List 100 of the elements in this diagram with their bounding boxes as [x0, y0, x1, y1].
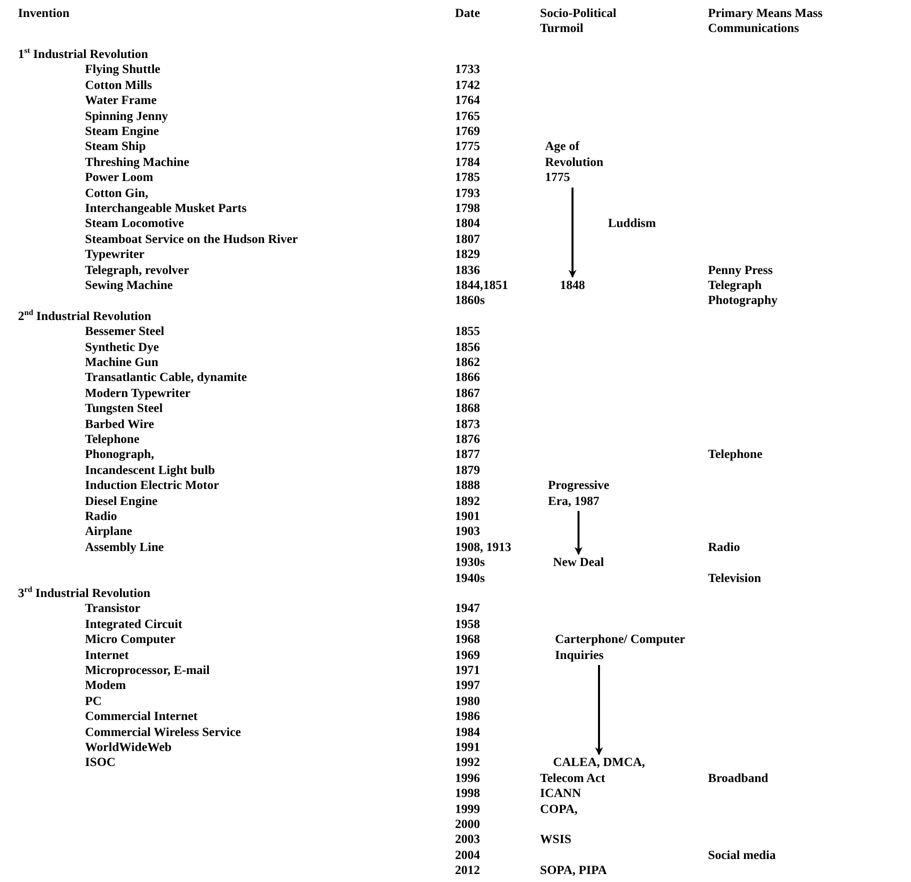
event-text: Luddism	[608, 216, 656, 232]
date-text: 1877	[455, 447, 480, 463]
media-text: Radio	[708, 540, 740, 556]
column-header: Primary Means Mass Communications	[708, 6, 824, 37]
date-text: 1997	[455, 678, 480, 694]
date-text: 1733	[455, 62, 480, 78]
date-text: 1836	[455, 262, 480, 278]
event-text: WSIS	[540, 832, 572, 848]
invention-name: Sewing Machine	[85, 278, 173, 294]
date-text: 1888	[455, 478, 480, 494]
arrow	[568, 188, 576, 278]
invention-name: Transistor	[85, 601, 140, 617]
event-text: ICANN	[540, 786, 581, 802]
date-text: 1940s	[455, 570, 485, 586]
invention-name: Water Frame	[85, 93, 157, 109]
invention-name: Airplane	[85, 524, 132, 540]
date-text: 1764	[455, 93, 480, 109]
date-text: 1947	[455, 601, 480, 617]
date-text: 1856	[455, 340, 480, 355]
event-text: CALEA, DMCA,	[553, 755, 646, 771]
invention-name: Machine Gun	[85, 355, 158, 370]
invention-name: Telegraph, revolver	[85, 262, 190, 278]
date-text: 1765	[455, 108, 480, 124]
invention-name: Steam Locomotive	[85, 216, 184, 232]
date-text: 1980	[455, 694, 480, 710]
column-header: Socio-Political Turmoil	[540, 6, 618, 37]
date-text: 1844,1851	[455, 278, 508, 294]
invention-name: Assembly Line	[85, 540, 164, 556]
column-header: Invention	[18, 6, 70, 22]
section-heading: 2$^{nd}$ Industrial Revolution	[18, 308, 152, 324]
event-text: Carterphone/ Computer Inquiries	[555, 632, 685, 663]
date-text: 1775	[455, 139, 480, 155]
date-text: 2000	[455, 817, 480, 832]
date-text: 1873	[455, 416, 480, 432]
date-text: 1862	[455, 355, 480, 370]
date-text: 1804	[455, 216, 480, 232]
invention-name: Modern Typewriter	[85, 386, 190, 402]
date-text: 1901	[455, 509, 480, 524]
date-text: 1998	[455, 786, 480, 802]
invention-name: Commercial Wireless Service	[85, 724, 241, 740]
date-text: 1866	[455, 370, 480, 386]
date-text: 1867	[455, 386, 480, 402]
invention-name: Typewriter	[85, 247, 144, 263]
arrow	[574, 511, 583, 555]
section-heading: 1$^{st}$ Industrial Revolution	[18, 47, 148, 62]
invention-name: Incandescent Light bulb	[85, 462, 215, 478]
media-text: Broadband	[708, 770, 768, 786]
date-text: 1996	[455, 770, 480, 786]
invention-name: Induction Electric Motor	[85, 478, 220, 494]
invention-name: Spinning Jenny	[85, 108, 168, 124]
invention-name: Barbed Wire	[85, 416, 154, 432]
invention-name: Steam Ship	[85, 139, 146, 155]
date-text: 1742	[455, 78, 480, 94]
invention-name: Power Loom	[85, 170, 154, 186]
invention-name: Bessemer Steel	[85, 324, 164, 340]
date-text: 1903	[455, 524, 480, 540]
arrow	[595, 665, 603, 756]
date-text: 1807	[455, 232, 480, 248]
invention-name: Telephone	[85, 432, 140, 448]
event-text: Telecom Act	[540, 770, 606, 786]
event-text: SOPA, PIPA	[540, 863, 607, 879]
invention-name: Diesel Engine	[85, 494, 158, 509]
date-text: 1986	[455, 709, 480, 725]
invention-name: Steam Engine	[85, 124, 159, 140]
invention-name: Threshing Machine	[85, 154, 190, 170]
date-text: 2004	[455, 848, 480, 864]
section-heading: 3$^{rd}$ Industrial Revolution	[18, 586, 150, 602]
invention-name: Steamboat Service on the Hudson River	[85, 232, 298, 248]
date-text: 2003	[455, 832, 480, 848]
invention-name: PC	[85, 694, 102, 710]
media-text: Social media	[708, 848, 776, 864]
date-text: 1785	[455, 170, 480, 186]
media-text: Telephone	[708, 447, 762, 463]
date-text: 1855	[455, 324, 480, 340]
date-text: 1798	[455, 201, 480, 216]
date-text: 1879	[455, 462, 480, 478]
invention-name: Interchangeable Musket Parts	[85, 201, 247, 216]
invention-name: Cotton Gin,	[85, 186, 148, 201]
date-text: 1793	[455, 186, 480, 201]
invention-name: Radio	[85, 509, 117, 524]
media-text: Television	[708, 570, 762, 586]
invention-name: ISOC	[85, 755, 116, 771]
date-text: 1860s	[455, 293, 485, 309]
date-text: 1999	[455, 802, 480, 817]
date-text: 1908, 1913	[455, 540, 512, 556]
date-text: 1971	[455, 663, 480, 678]
invention-name: Microprocessor, E-mail	[85, 663, 210, 678]
date-text: 1969	[455, 648, 480, 663]
date-text: 1958	[455, 616, 480, 632]
date-text: 1784	[455, 154, 480, 170]
invention-name: WorldWideWeb	[85, 740, 172, 756]
invention-name: Synthetic Dye	[85, 340, 159, 355]
invention-name: Commercial Internet	[85, 709, 198, 725]
event-text: COPA,	[540, 802, 578, 817]
invention-name: Transatlantic Cable, dynamite	[85, 370, 247, 386]
event-text: Age of Revolution 1775	[545, 139, 620, 186]
media-text: Penny Press	[708, 262, 773, 278]
date-text: 1991	[455, 740, 480, 756]
media-text: Photography	[708, 293, 778, 309]
invention-name: Phonograph,	[85, 447, 154, 463]
